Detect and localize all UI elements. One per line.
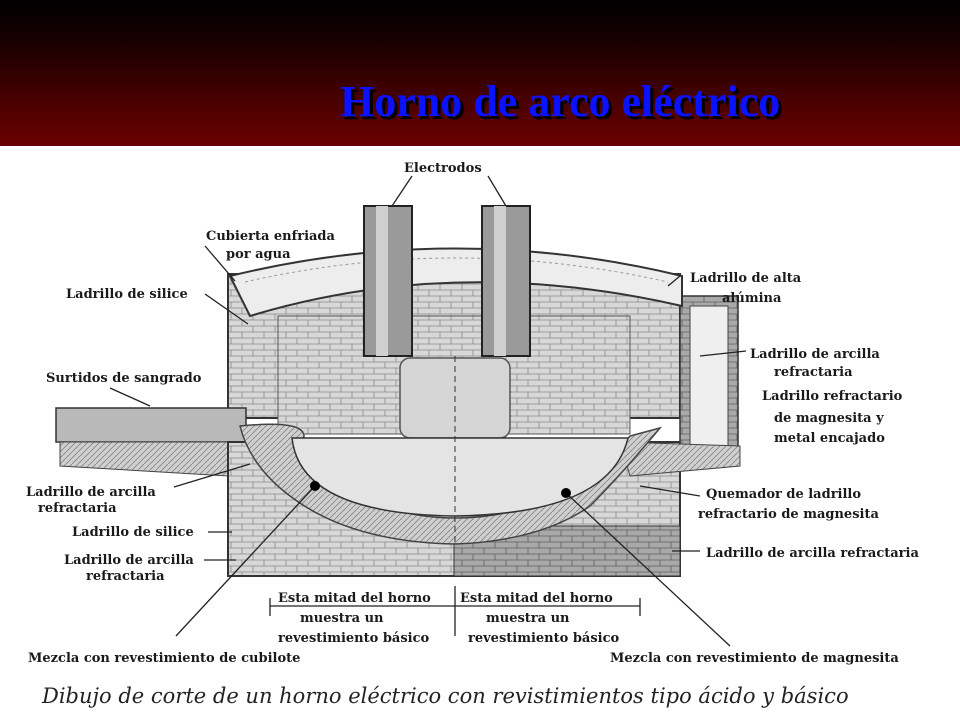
label-mezcla-right: Mezcla con revestimiento de magnesita: [610, 651, 899, 666]
label-arcilla-left-1: Ladrillo de arcilla: [26, 485, 156, 500]
label-mitad-left-2: muestra un: [300, 611, 384, 626]
electrodes: [363, 205, 531, 357]
label-silice-top: Ladrillo de silice: [66, 287, 188, 302]
title-banner: [0, 0, 960, 146]
label-arcilla-bottom-right: Ladrillo de arcilla refractaria: [706, 546, 919, 561]
label-magnesita-1: Ladrillo refractario: [762, 389, 903, 404]
furnace-diagram: [55, 175, 747, 647]
page-title: Horno de arco eléctrico: [340, 77, 781, 126]
furnace-chamber: [239, 315, 663, 546]
label-alta-alumina-2: alúmina: [722, 291, 782, 306]
label-magnesita-3: metal encajado: [774, 431, 885, 446]
half-dimension-bracket: [269, 586, 641, 636]
leader-lines: [109, 175, 747, 647]
label-mitad-right-2: muestra un: [486, 611, 570, 626]
label-cubierta-1: Cubierta enfriada: [206, 229, 335, 244]
label-quemador-2: refractario de magnesita: [698, 507, 879, 522]
label-surtidos: Surtidos de sangrado: [46, 371, 202, 386]
label-quemador-1: Quemador de ladrillo: [706, 487, 862, 502]
label-mitad-left-3: revestimiento básico: [278, 631, 430, 646]
label-cubierta-2: por agua: [226, 247, 291, 262]
figure-caption: Dibujo de corte de un horno eléctrico co…: [42, 684, 849, 708]
label-electrodos: Electrodos: [404, 161, 482, 176]
label-mitad-right-3: revestimiento básico: [468, 631, 620, 646]
label-mitad-right-1: Esta mitad del horno: [460, 591, 613, 606]
label-alta-alumina-1: Ladrillo de alta: [690, 271, 802, 286]
label-arcilla-right-1: Ladrillo de arcilla: [750, 347, 880, 362]
label-arcilla-left2-1: Ladrillo de arcilla: [64, 553, 194, 568]
label-arcilla-left2-2: refractaria: [86, 569, 165, 584]
label-mitad-left-1: Esta mitad del horno: [278, 591, 431, 606]
label-arcilla-left-2: refractaria: [38, 501, 117, 516]
label-mezcla-left: Mezcla con revestimiento de cubilote: [28, 651, 301, 666]
label-magnesita-2: de magnesita y: [774, 411, 884, 426]
label-silice-bottom: Ladrillo de silice: [72, 525, 194, 540]
label-arcilla-right-2: refractaria: [774, 365, 853, 380]
